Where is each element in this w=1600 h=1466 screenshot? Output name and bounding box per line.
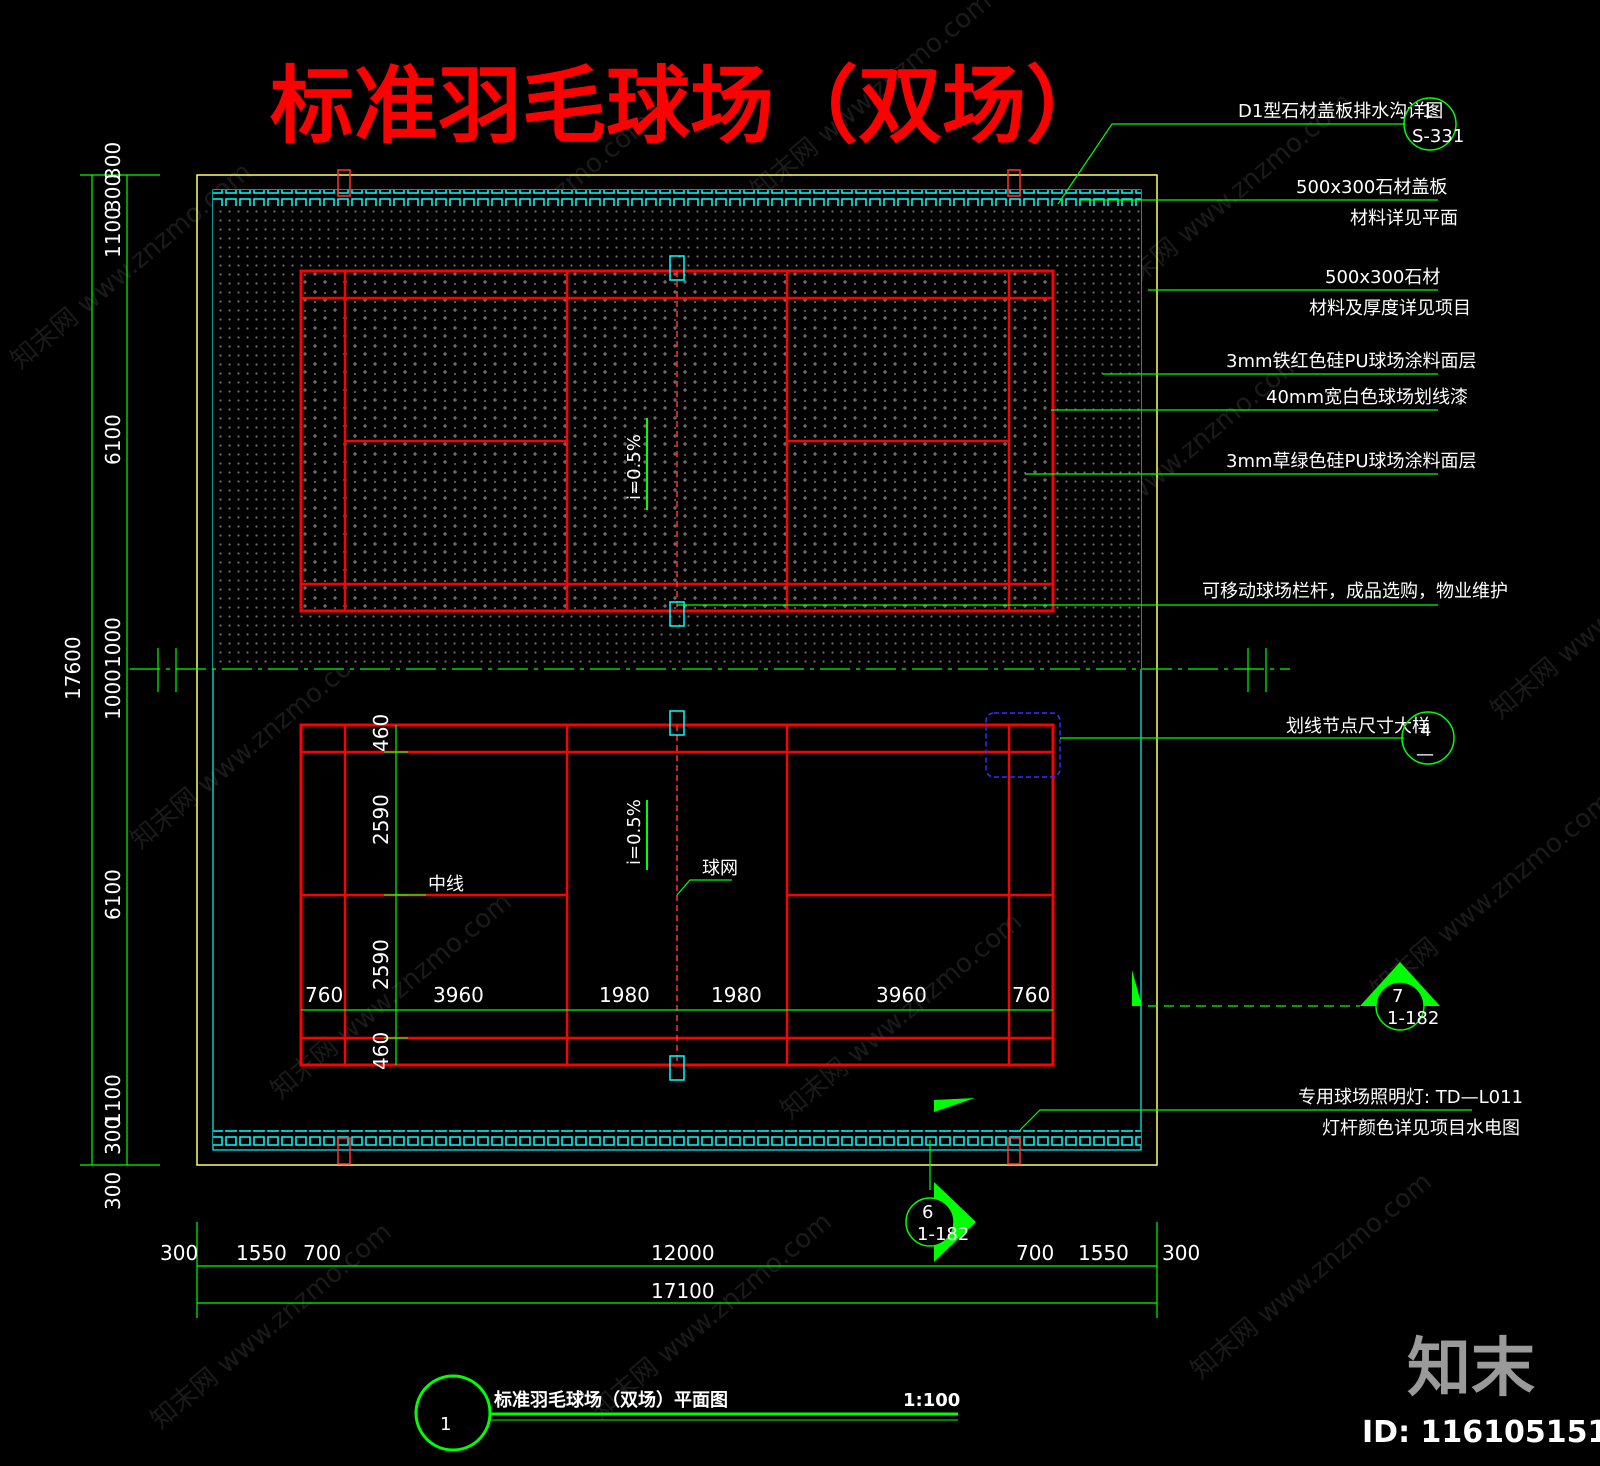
section-7-bottom: 1-182	[1387, 1008, 1439, 1029]
drain-detail-symbol	[1403, 97, 1457, 151]
node-detail-marker	[985, 712, 1061, 778]
slope-label-top: i=0.5%	[624, 434, 645, 500]
footer-number: 1	[440, 1414, 451, 1435]
dim-h-bottom-6: 1550	[1078, 1241, 1129, 1265]
dim-h-bottom-2: 1550	[236, 1241, 287, 1265]
annotation-pu-red: 3mm铁红色硅PU球场涂料面层	[1226, 351, 1477, 372]
dim-h-court-4: 1980	[711, 983, 762, 1007]
dim-v-inner-3: 2590	[369, 939, 393, 990]
annotation-white-line: 40mm宽白色球场划线漆	[1266, 387, 1468, 408]
section-6-bottom: 1-182	[917, 1224, 969, 1245]
dim-v-left-3: 1100	[101, 207, 125, 258]
dim-v-left-6: 1000	[101, 669, 125, 720]
annotation-cover-plate-2: 材料详见平面	[1350, 208, 1458, 229]
upper-net-post-top	[669, 255, 685, 281]
node-symbol-bottom: —	[1416, 744, 1434, 765]
section-7-marker: 7 1-182	[1132, 962, 1440, 1031]
brand-logo: 知末	[1407, 1332, 1535, 1406]
footer-scale: 1:100	[903, 1390, 960, 1411]
dim-v-left-5: 1000	[101, 617, 125, 668]
left-dimension-chain	[80, 174, 160, 1166]
dim-h-court-6: 760	[1012, 983, 1050, 1007]
drain-symbol-bottom: S-331	[1412, 126, 1464, 147]
page-title: 标准羽毛球场（双场）	[270, 57, 1110, 155]
dim-total-width: 17100	[651, 1279, 715, 1303]
footer-title: 标准羽毛球场（双场）平面图	[493, 1389, 728, 1411]
court-vertical-dimension	[384, 725, 408, 1065]
dim-v-inner-4: 460	[369, 1032, 393, 1070]
section-6-top: 6	[922, 1202, 933, 1223]
dim-h-bottom-1: 300	[160, 1241, 198, 1265]
dim-h-bottom-4: 12000	[651, 1241, 715, 1265]
annotation-stone-1: 500x300石材	[1325, 267, 1440, 288]
dim-v-inner-1: 460	[369, 714, 393, 752]
upper-net-post-bottom	[669, 601, 685, 627]
annotation-drain-detail: D1型石材盖板排水沟详图	[1238, 101, 1443, 122]
net-leader	[676, 879, 732, 896]
lower-net-post-bottom	[669, 1055, 685, 1081]
bottom-dimension-chain	[196, 1222, 1158, 1318]
drain-symbol-top: 1	[1422, 101, 1433, 122]
node-detail-symbol	[1401, 711, 1455, 765]
brand-id: ID: 1161051510	[1362, 1415, 1600, 1450]
section-6-marker: 6 1-182	[905, 1098, 976, 1262]
lower-net-post-top	[669, 710, 685, 736]
dim-h-court-2: 3960	[433, 983, 484, 1007]
dim-h-bottom-7: 300	[1162, 1241, 1200, 1265]
annotation-stone-2: 材料及厚度详见项目	[1309, 298, 1471, 319]
leader-lines	[677, 123, 1472, 1131]
dim-v-inner-2: 2590	[369, 794, 393, 845]
dim-v-left-7: 6100	[101, 869, 125, 920]
drain-channel-bottom	[213, 1130, 1141, 1146]
watermark-text: 知末网 www.znzmo.com	[1185, 1167, 1437, 1386]
watermark-text: 知末网 www.znzmo.com	[775, 907, 1027, 1126]
annotation-light-2: 灯杆颜色详见项目水电图	[1322, 1118, 1520, 1139]
slope-label-bottom: i=0.5%	[624, 799, 645, 865]
section-7-top: 7	[1392, 986, 1403, 1007]
annotation-light-1: 专用球场照明灯: TD—L011	[1298, 1087, 1523, 1108]
dim-h-court-5: 3960	[876, 983, 927, 1007]
dim-h-bottom-5: 700	[1016, 1241, 1054, 1265]
dim-h-court-1: 760	[305, 983, 343, 1007]
dim-v-left-9: 300	[101, 1117, 125, 1155]
dim-v-left-4: 6100	[101, 414, 125, 465]
net-label: 球网	[702, 858, 738, 879]
annotation-pu-green: 3mm草绿色硅PU球场涂料面层	[1226, 451, 1477, 472]
watermark-text: 知末网 www.znzmo.com	[1485, 507, 1600, 726]
dim-v-left-1: 300	[101, 142, 125, 180]
node-symbol-top: 4	[1420, 720, 1431, 741]
dim-v-left-2: 300	[101, 174, 125, 212]
annotation-cover-plate-1: 500x300石材盖板	[1296, 177, 1447, 198]
dim-h-court-3: 1980	[599, 983, 650, 1007]
site-boundary	[196, 174, 1158, 1166]
center-line-label: 中线	[428, 874, 464, 895]
light-pole-markers	[337, 169, 1021, 1165]
dim-h-bottom-3: 700	[303, 1241, 341, 1265]
annotation-node-detail: 划线节点尺寸大样	[1286, 716, 1430, 737]
drain-channel-top	[213, 190, 1141, 206]
footer-number-circle	[414, 1374, 492, 1452]
dim-v-left-10: 300	[101, 1172, 125, 1210]
dim-v-left-8: 1100	[101, 1074, 125, 1125]
annotation-railing: 可移动球场栏杆，成品选购，物业维护	[1202, 581, 1508, 602]
dim-total-height: 17600	[61, 636, 85, 700]
